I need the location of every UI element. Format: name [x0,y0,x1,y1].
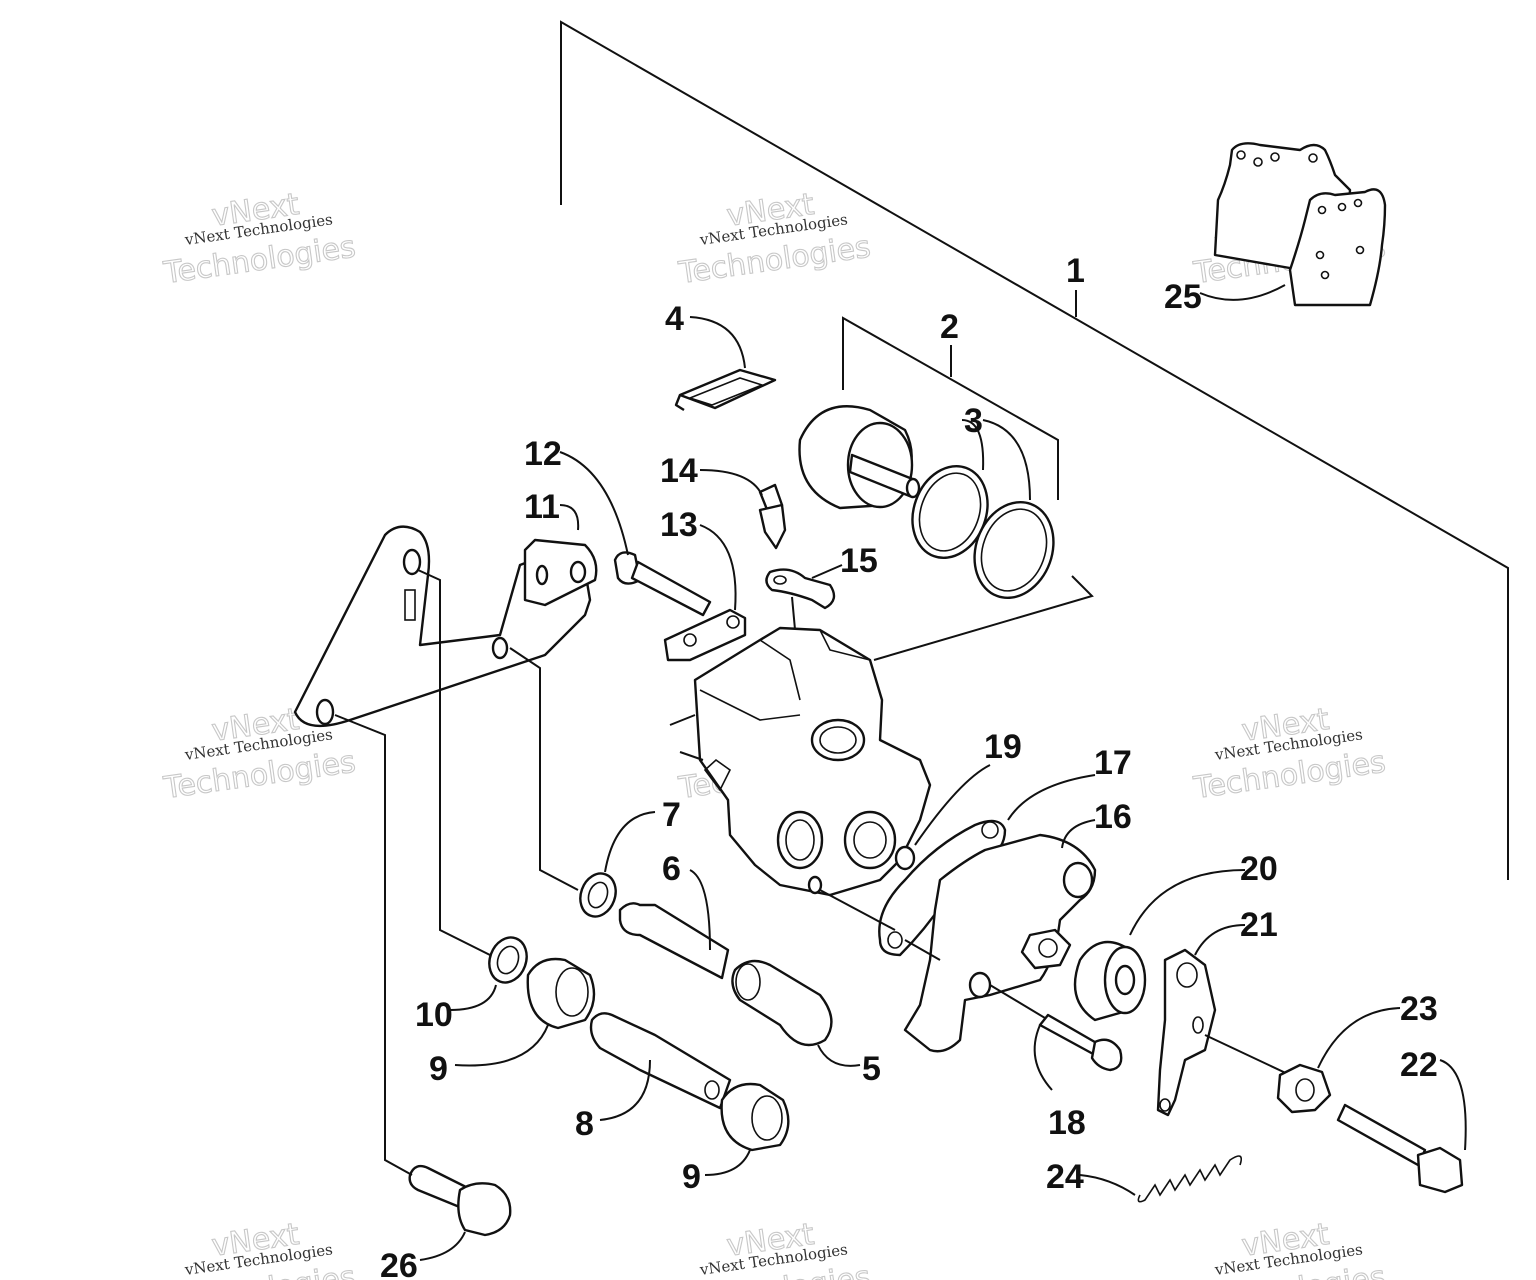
watermark-top-center: vNext vNext Technologies Technologies [676,186,874,291]
callout-3: 3 [964,402,983,440]
leader-13 [699,524,737,611]
retainer-plate [663,608,747,662]
callout-9-lower: 9 [682,1158,701,1196]
leader-body-a [669,714,696,726]
callout-14: 14 [660,452,698,490]
pad-clip [674,368,777,412]
socket-cap-bolt [1038,1013,1123,1072]
flange-nut [1276,1063,1332,1114]
leader-17 [1007,774,1096,821]
leader-12 [559,451,629,556]
leader-14 [699,469,763,496]
slide-pin-upper [618,902,730,980]
callout-23: 23 [1400,990,1438,1028]
guide-line-mount-upper [417,569,491,956]
leader-15 [811,564,843,579]
leader-21 [1194,924,1246,956]
leader-10 [449,984,497,1011]
leader-3b [982,419,1031,501]
leader-8 [599,1059,651,1121]
callout-15: 15 [840,542,878,580]
brake-lever [1156,948,1217,1117]
callout-6: 6 [662,850,681,888]
callout-26: 26 [380,1247,418,1280]
guide-line-mount-middle [509,647,579,891]
callout-21: 21 [1240,906,1278,944]
leader-22 [1439,1059,1467,1151]
leader-4 [689,316,746,369]
bushing-upper [526,957,596,1030]
callout-25: 25 [1164,278,1202,316]
leader-7 [604,811,656,873]
leader-5 [817,1044,861,1067]
leader-19 [914,764,991,846]
return-spring [1137,1155,1243,1203]
leader-20 [1129,869,1246,936]
guide-line-body-cover [819,889,896,931]
callout-18: 18 [1048,1104,1086,1142]
washer-10 [488,936,528,984]
callout-12: 12 [524,435,562,473]
o-ring [894,845,916,871]
caliper-bracket [523,538,598,607]
leader-23 [1317,1007,1401,1069]
brake-pad-right [1288,188,1387,307]
leader-26 [419,1231,466,1261]
callout-17: 17 [1094,744,1132,782]
callout-5: 5 [862,1050,881,1088]
callout-13: 13 [660,506,698,544]
watermark-bottom-left: vNext vNext Technologies Technologies [161,1216,359,1280]
leader-16 [1061,819,1096,849]
actuator-cover [903,833,1097,1053]
callout-2: 2 [940,308,959,346]
watermark-mid-right: vNext vNext Technologies Technologies [1191,701,1389,806]
piston [798,405,921,510]
callout-8: 8 [575,1105,594,1143]
watermark-bottom-center: vNext vNext Technologies Technologies [676,1216,874,1280]
callout-9-upper: 9 [429,1050,448,1088]
callout-24: 24 [1046,1158,1084,1196]
watermark-top-left: vNext vNext Technologies Technologies [161,186,359,291]
callout-10: 10 [415,996,453,1034]
callout-1: 1 [1066,252,1085,290]
pin-bolt [613,551,712,617]
callout-4: 4 [665,300,684,338]
callout-20: 20 [1240,850,1278,888]
hex-bolt [1336,1103,1464,1194]
caliper-body [693,626,932,897]
leader-25 [1199,284,1286,301]
assembly-bracket [560,20,1509,880]
watermark-bottom-right: vNext vNext Technologies Technologies [1191,1216,1389,1280]
leader-3a [961,419,985,471]
piston-seals [911,464,1055,600]
bleeder-valve [758,483,787,550]
callout-16: 16 [1094,798,1132,836]
copper-washer [765,568,836,610]
leader-9b [704,1149,751,1176]
flange-bolt [408,1164,512,1237]
leader-24 [1079,1174,1136,1196]
washer-7 [579,872,617,918]
bushing-lower [720,1082,790,1152]
cam-roller [1073,940,1147,1022]
bolt-18-axis [989,984,1046,1019]
callout-22: 22 [1400,1046,1438,1084]
guide-line-gasket [904,939,941,961]
callout-7: 7 [662,796,681,834]
leader-9a [454,1024,549,1067]
pin-boot [731,959,833,1047]
leader-11 [559,504,580,531]
leader-18 [1033,1024,1053,1091]
lever-axis-line [1204,1034,1291,1076]
callout-19: 19 [984,728,1022,766]
slide-pin-lower [589,1012,732,1110]
leader-body-b [679,751,704,761]
callout-11: 11 [524,488,560,526]
guide-line-mount-lower [334,714,413,1176]
leader-6 [689,869,711,951]
